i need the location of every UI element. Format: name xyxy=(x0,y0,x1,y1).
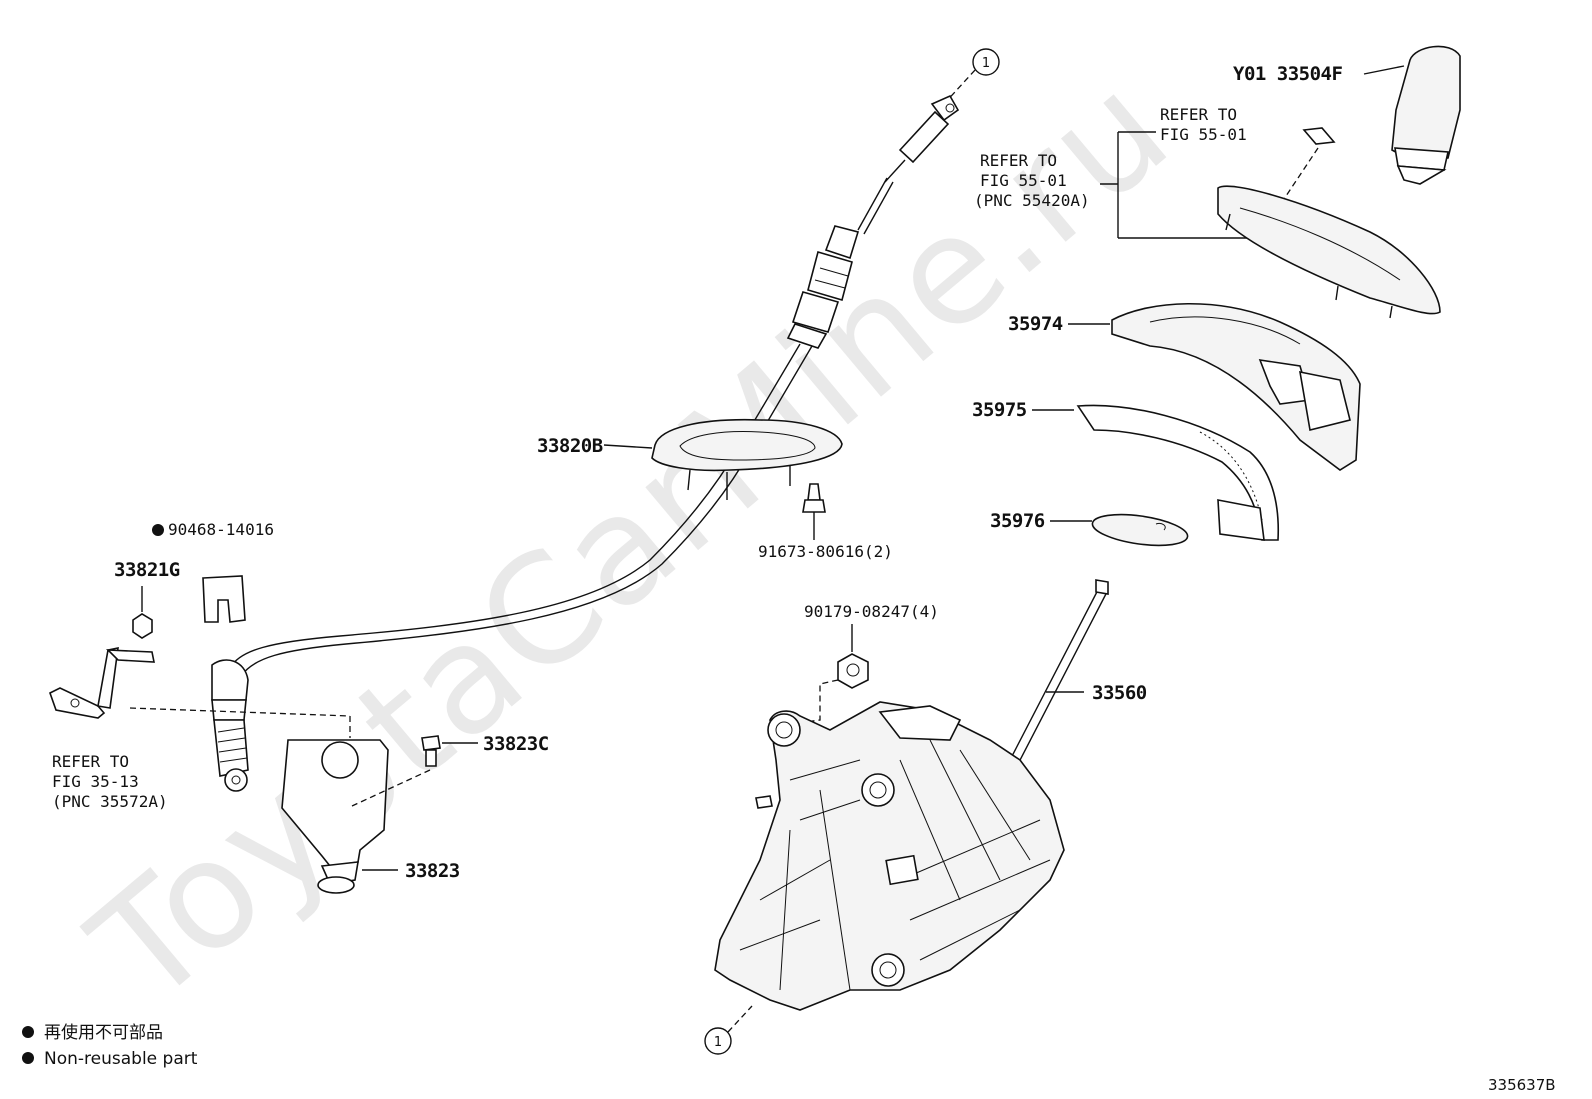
label-90179-08247: 90179-08247(4) xyxy=(804,602,939,621)
indicator-lens: 35976 xyxy=(990,510,1189,547)
clip: 90468-14016 xyxy=(152,520,274,623)
label-33823: 33823 xyxy=(405,860,460,882)
label-91673-80616: 91673-80616(2) xyxy=(758,542,893,561)
callout-circle-top-label: 1 xyxy=(982,56,990,71)
shift-knob: Y01 33504F xyxy=(1233,45,1461,185)
callout-circle-top xyxy=(972,48,1000,76)
bracket: REFER TO FIG 35-13 (PNC 35572A) xyxy=(49,646,351,811)
bracket-ref-line2: FIG 35-13 xyxy=(52,772,139,791)
label-y01-33504f: Y01 33504F xyxy=(1233,63,1342,85)
bezel-ref-left-line3: (PNC 55420A) xyxy=(974,191,1090,210)
bezel-ref: REFER TO FIG 55-01 REFER TO FIG 55-01 (P… xyxy=(974,105,1441,319)
label-35974: 35974 xyxy=(1008,313,1063,335)
bolt: 33823C xyxy=(351,733,549,807)
boot-screw: 91673-80616(2) xyxy=(758,483,893,561)
bezel-ref-top-line1: REFER TO xyxy=(1160,105,1237,124)
diagram-code: 335637B xyxy=(1488,1076,1556,1094)
bracket-ref-line1: REFER TO xyxy=(52,752,129,771)
indicator-housing: 35974 xyxy=(1008,302,1361,471)
bezel-ref-top-line2: FIG 55-01 xyxy=(1160,125,1247,144)
non-reusable-dot-icon xyxy=(152,524,164,536)
legend-jp: 再使用不可部品 xyxy=(44,1022,163,1043)
label-33560: 33560 xyxy=(1092,682,1147,704)
label-35975: 35975 xyxy=(972,399,1027,421)
shifter-assembly: 33560 90179-08247(4) 1 xyxy=(704,579,1147,1055)
label-35976: 35976 xyxy=(990,510,1045,532)
callout-circle-bottom-label: 1 xyxy=(714,1035,722,1050)
legend-en: Non-reusable part xyxy=(44,1049,198,1069)
bezel-ref-left-line1: REFER TO xyxy=(980,151,1057,170)
callout-circle-bottom xyxy=(704,1027,732,1055)
label-33821g: 33821G xyxy=(114,559,180,581)
shift-cable: 1 xyxy=(211,48,1000,792)
label-33820b: 33820B xyxy=(537,435,603,457)
label-33823c: 33823C xyxy=(483,733,549,755)
bezel-ref-left-line2: FIG 55-01 xyxy=(980,171,1067,190)
bracket-nut: 33821G xyxy=(114,559,180,639)
legend: 再使用不可部品 Non-reusable part xyxy=(22,1022,198,1069)
indicator-plate: 35975 xyxy=(972,399,1280,541)
legend-dot-icon-en xyxy=(22,1052,34,1064)
label-90468-14016: 90468-14016 xyxy=(168,520,274,539)
legend-dot-icon-jp xyxy=(22,1026,34,1038)
cable-boot: 33820B xyxy=(537,418,843,500)
bracket-ref-line3: (PNC 35572A) xyxy=(52,792,168,811)
cable-bracket: 33823 xyxy=(281,739,460,894)
